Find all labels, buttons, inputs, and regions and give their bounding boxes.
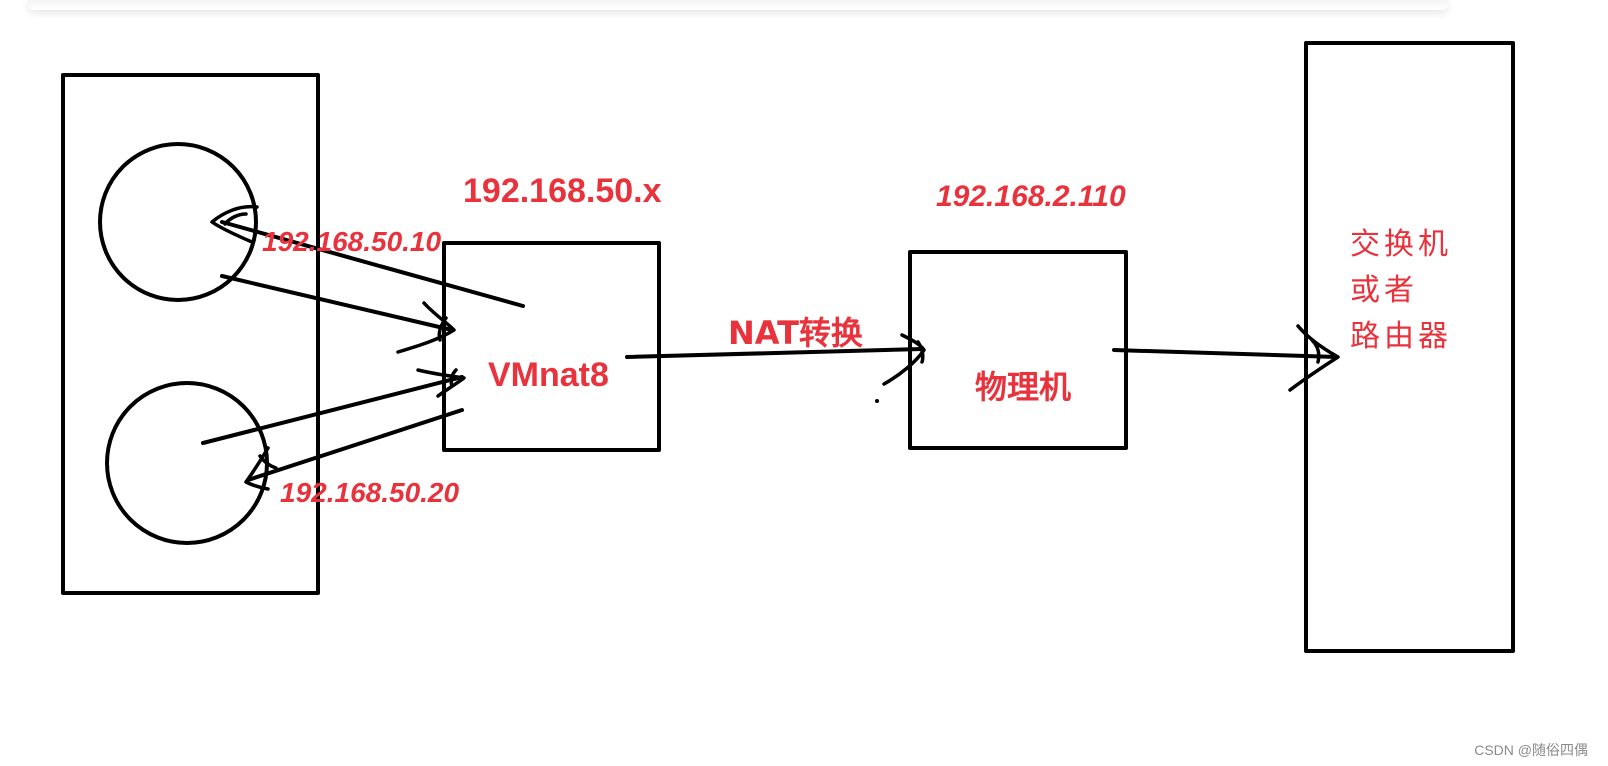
switch-label-line1: 交换机 <box>1350 227 1452 262</box>
vm1-request-arrowhead <box>396 301 456 354</box>
vm2-reply-line <box>246 408 464 482</box>
vmnat8-box <box>442 241 661 452</box>
vm2-reply-arrowhead <box>244 446 278 491</box>
switch-label: 交换机 或者 路由器 <box>1350 222 1452 360</box>
vmnat8-label: VMnat8 <box>488 356 609 394</box>
uplink-arrowhead <box>1288 324 1340 392</box>
vm1-ip-label: 192.168.50.10 <box>262 226 442 257</box>
switch-label-line3: 路由器 <box>1350 319 1452 354</box>
switch-box <box>1304 41 1515 653</box>
vm1-request-line <box>220 274 454 332</box>
nat-arrowhead <box>882 333 926 386</box>
ink-dot <box>875 399 879 403</box>
host-ip-label: 192.168.2.110 <box>936 180 1126 213</box>
top-bar-shadow <box>28 0 1448 10</box>
vm2-request-arrowhead <box>416 368 466 398</box>
nat-line <box>625 347 924 359</box>
vm1-reply-arrowhead <box>210 204 259 244</box>
vm2-circle <box>105 381 269 545</box>
vm2-request-line <box>201 375 464 445</box>
vm1-circle <box>98 142 258 302</box>
uplink-line <box>1112 348 1339 359</box>
host-box <box>908 250 1128 450</box>
vm1-reply-line <box>220 220 525 308</box>
vm-host-box <box>61 73 320 595</box>
host-label: 物理机 <box>975 368 1072 406</box>
nat-label: NAT转换 <box>728 314 863 352</box>
subnet-label: 192.168.50.x <box>463 172 662 210</box>
csdn-watermark: CSDN @随俗四偶 <box>1474 742 1588 758</box>
vm2-ip-label: 192.168.50.20 <box>280 477 460 508</box>
switch-label-line2: 或者 <box>1350 273 1418 308</box>
